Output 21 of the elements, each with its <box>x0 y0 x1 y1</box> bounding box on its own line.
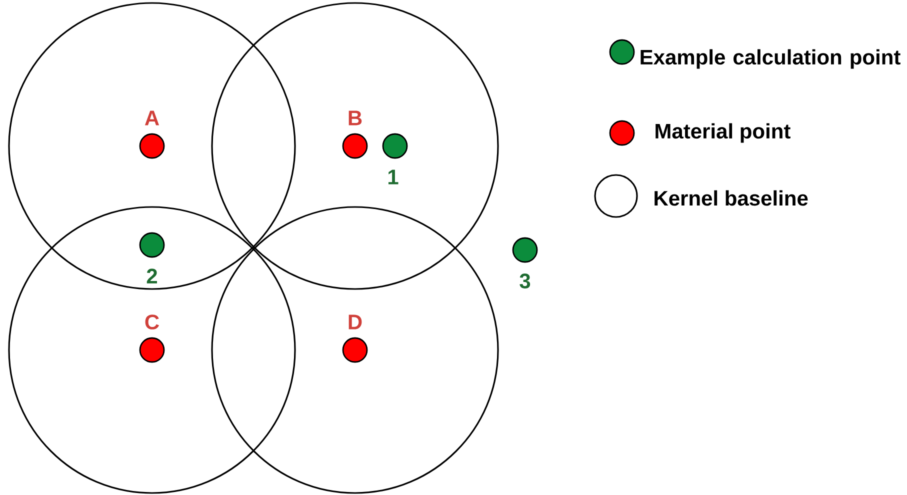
material-point <box>139 133 165 159</box>
legend-label: Example calculation point <box>640 49 900 69</box>
point-label: D <box>348 314 362 330</box>
calculation-point <box>139 232 165 258</box>
calculation-point <box>382 133 408 159</box>
kernel-circle <box>211 206 499 494</box>
point-label: 1 <box>388 170 398 184</box>
kernel-circle <box>8 206 296 494</box>
point-label: 2 <box>146 268 157 284</box>
material-point <box>139 337 165 363</box>
legend-label: Kernel baseline <box>654 190 808 206</box>
point-label: 3 <box>520 274 530 288</box>
material-point <box>342 133 368 159</box>
kernel-circle <box>211 2 499 290</box>
point-label: B <box>348 110 362 126</box>
kernel-circle <box>8 2 296 290</box>
point-label: C <box>145 314 159 330</box>
legend-label: Material point <box>656 123 790 143</box>
calculation-point <box>512 237 538 263</box>
point-label: A <box>144 110 160 126</box>
material-point <box>342 337 368 363</box>
